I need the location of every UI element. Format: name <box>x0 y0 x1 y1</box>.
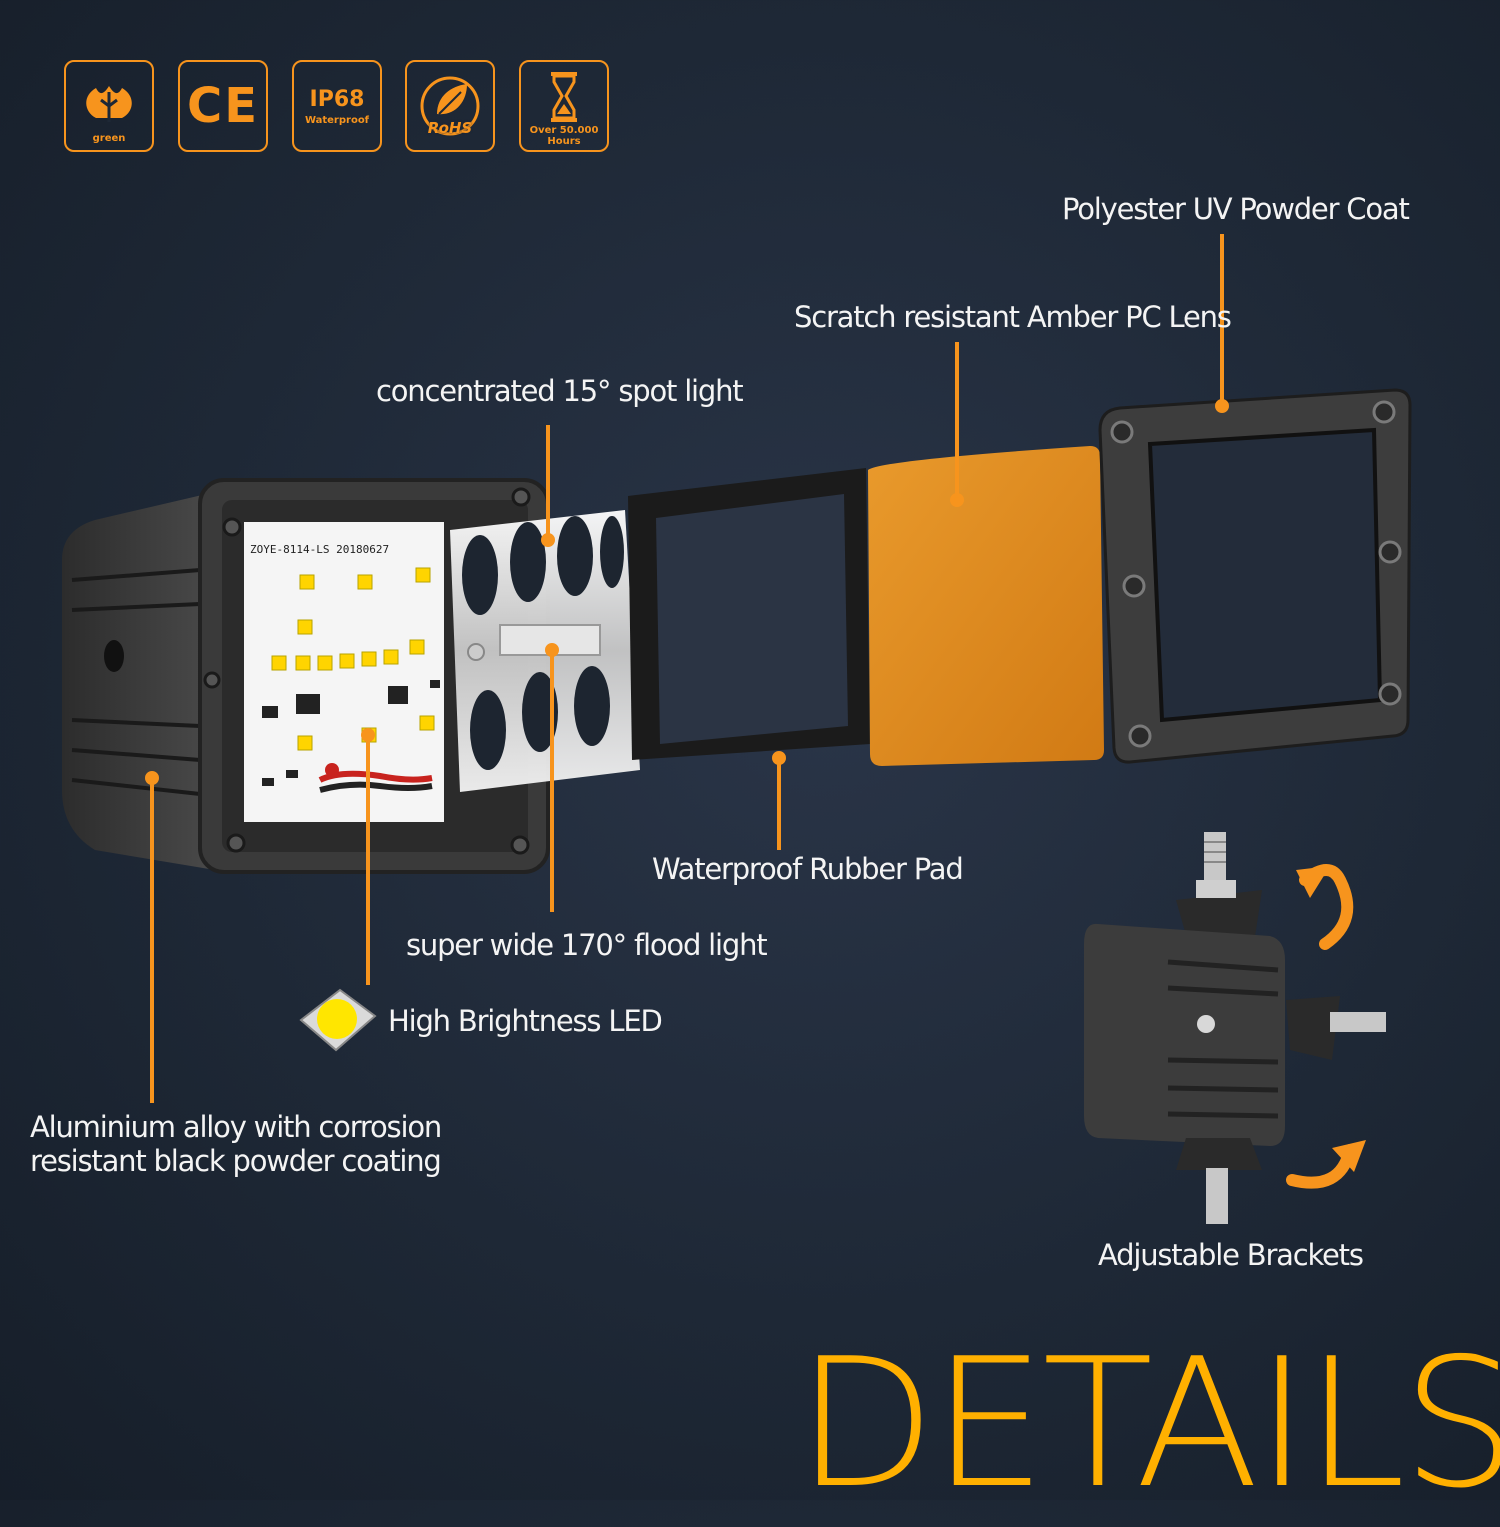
label-amber-lens: Scratch resistant Amber PC Lens <box>794 300 1232 334</box>
lifetime-badge: Over 50.000 Hours <box>519 60 609 152</box>
amber-lens <box>868 446 1104 766</box>
ip68-badge: IP68 Waterproof <box>292 60 382 152</box>
hourglass-icon <box>551 72 577 122</box>
callout-lines <box>145 234 1229 1103</box>
ce-mark-icon: CE <box>186 78 259 134</box>
label-led: High Brightness LED <box>388 1004 663 1038</box>
label-flood-light: super wide 170° flood light <box>406 928 768 962</box>
rohs-badge: RoHS <box>405 60 495 152</box>
green-badge: green <box>64 60 154 152</box>
label-aluminium-line2: resistant black powder coating <box>30 1144 442 1178</box>
led-chip-icon <box>299 988 377 1052</box>
leaf-green-icon <box>86 86 132 122</box>
label-brackets: Adjustable Brackets <box>1098 1238 1364 1272</box>
reflector <box>450 510 640 792</box>
label-rubber-pad: Waterproof Rubber Pad <box>652 852 964 886</box>
bezel <box>1098 388 1412 764</box>
green-label: green <box>92 133 126 144</box>
rohs-leaf-icon <box>420 76 480 136</box>
ip68-title: IP68 <box>309 87 365 112</box>
led-pcb: ZOYE-8114-LS 20180627 <box>244 522 444 822</box>
pcb-label: ZOYE-8114-LS 20180627 <box>250 543 389 556</box>
label-spot-light: concentrated 15° spot light <box>376 374 744 408</box>
bracket-light-illustration <box>1084 832 1386 1224</box>
rubber-pad <box>628 468 870 760</box>
lifetime-line1: Over 50.000 <box>529 125 599 136</box>
page-title: DETAILS <box>796 1320 1500 1527</box>
ce-badge: CE <box>178 60 268 152</box>
waterproof-label: Waterproof <box>304 115 370 126</box>
lifetime-line2: Hours <box>547 136 581 147</box>
label-aluminium-line1: Aluminium alloy with corrosion <box>30 1110 442 1144</box>
rohs-label: RoHS <box>427 119 473 137</box>
label-powder-coat: Polyester UV Powder Coat <box>1062 192 1410 226</box>
